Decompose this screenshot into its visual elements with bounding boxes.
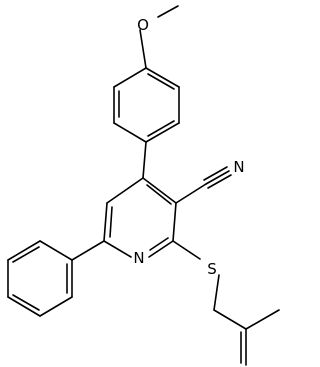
nitrile-group — [175, 166, 232, 204]
phenyl-ring — [7, 240, 73, 317]
nitrile-nitrogen-label: N — [233, 158, 244, 176]
ether-oxygen-label: O — [137, 16, 149, 34]
pyridine-ring — [103, 177, 177, 258]
sulfur-label: S — [207, 260, 217, 278]
methoxy-group — [139, 5, 179, 69]
methallylthio-chain — [172, 240, 280, 366]
aryl-pyridine-bond — [142, 141, 147, 179]
molecule-diagram: O N N S — [7, 5, 280, 366]
methoxyphenyl-ring — [113, 67, 180, 143]
pyridine-phenyl-bond — [71, 240, 105, 261]
ring-nitrogen-label: N — [133, 249, 144, 267]
structure-canvas: O N N S — [7, 5, 280, 366]
